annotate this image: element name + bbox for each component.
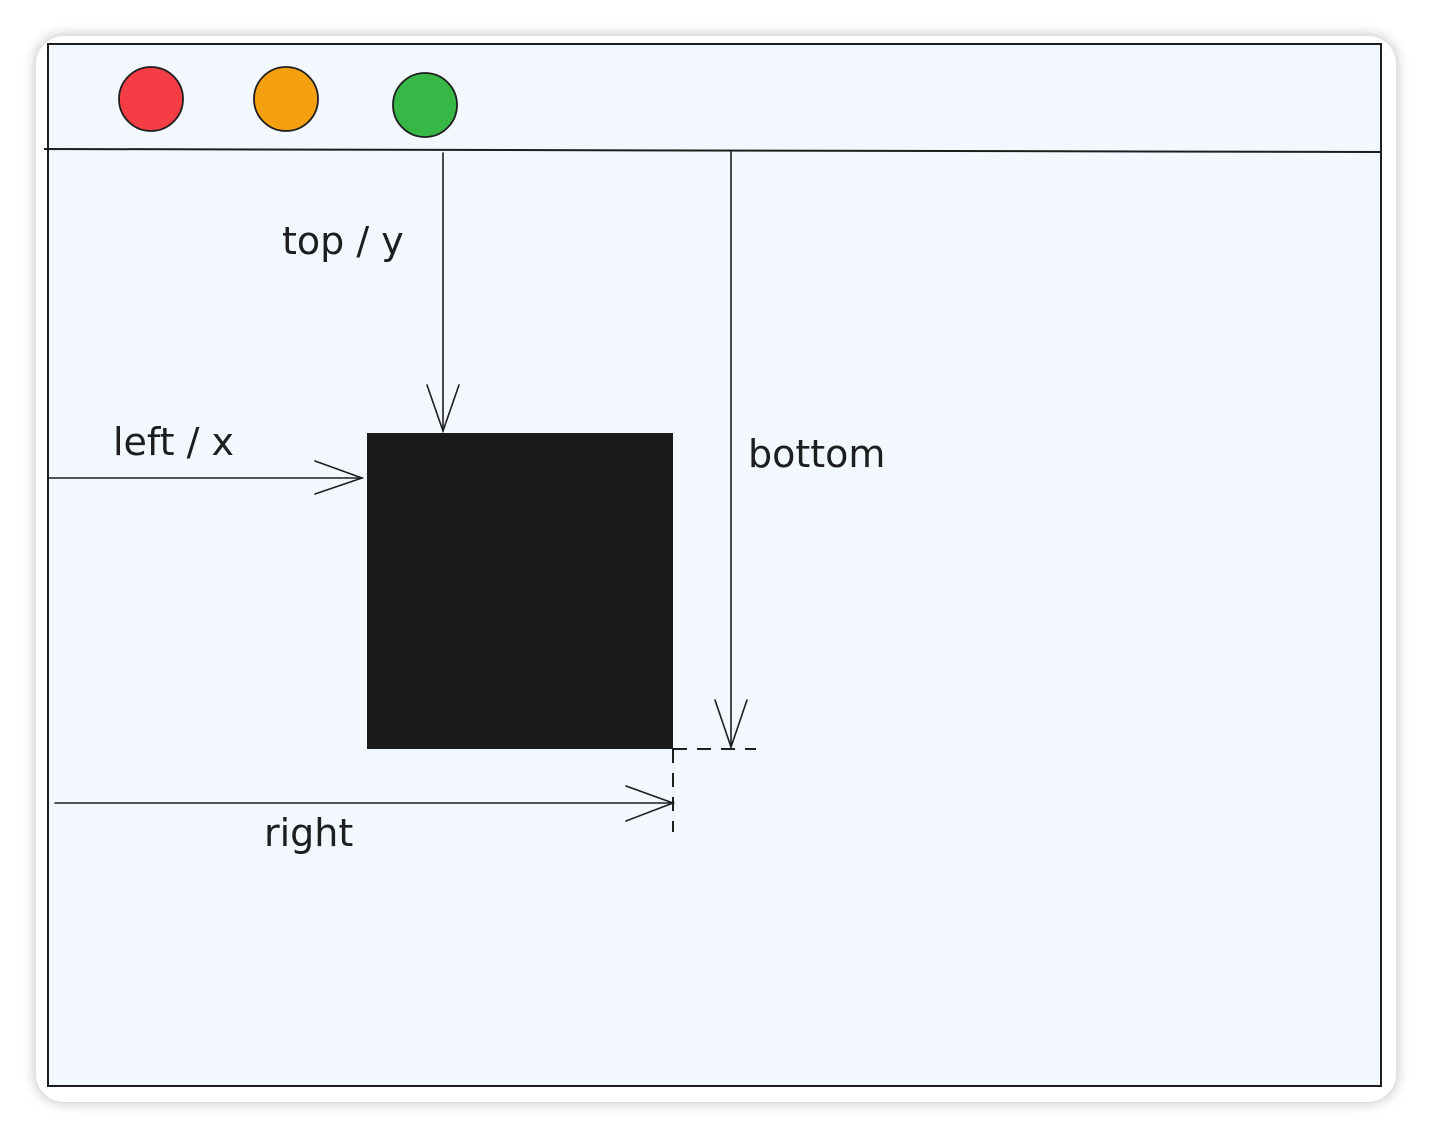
left-arrow <box>48 460 365 495</box>
browser-window <box>47 43 1382 1087</box>
close-window-button[interactable] <box>118 66 184 132</box>
title-bar-divider <box>43 148 1382 153</box>
maximize-window-button[interactable] <box>392 72 458 138</box>
bottom-label: bottom <box>748 432 885 476</box>
top-label: top / y <box>282 219 404 263</box>
positioned-element <box>367 433 673 749</box>
minimize-window-button[interactable] <box>253 66 319 132</box>
right-label: right <box>264 811 353 855</box>
bottom-arrow <box>714 151 748 750</box>
left-label: left / x <box>113 420 234 464</box>
top-arrow <box>426 152 460 434</box>
